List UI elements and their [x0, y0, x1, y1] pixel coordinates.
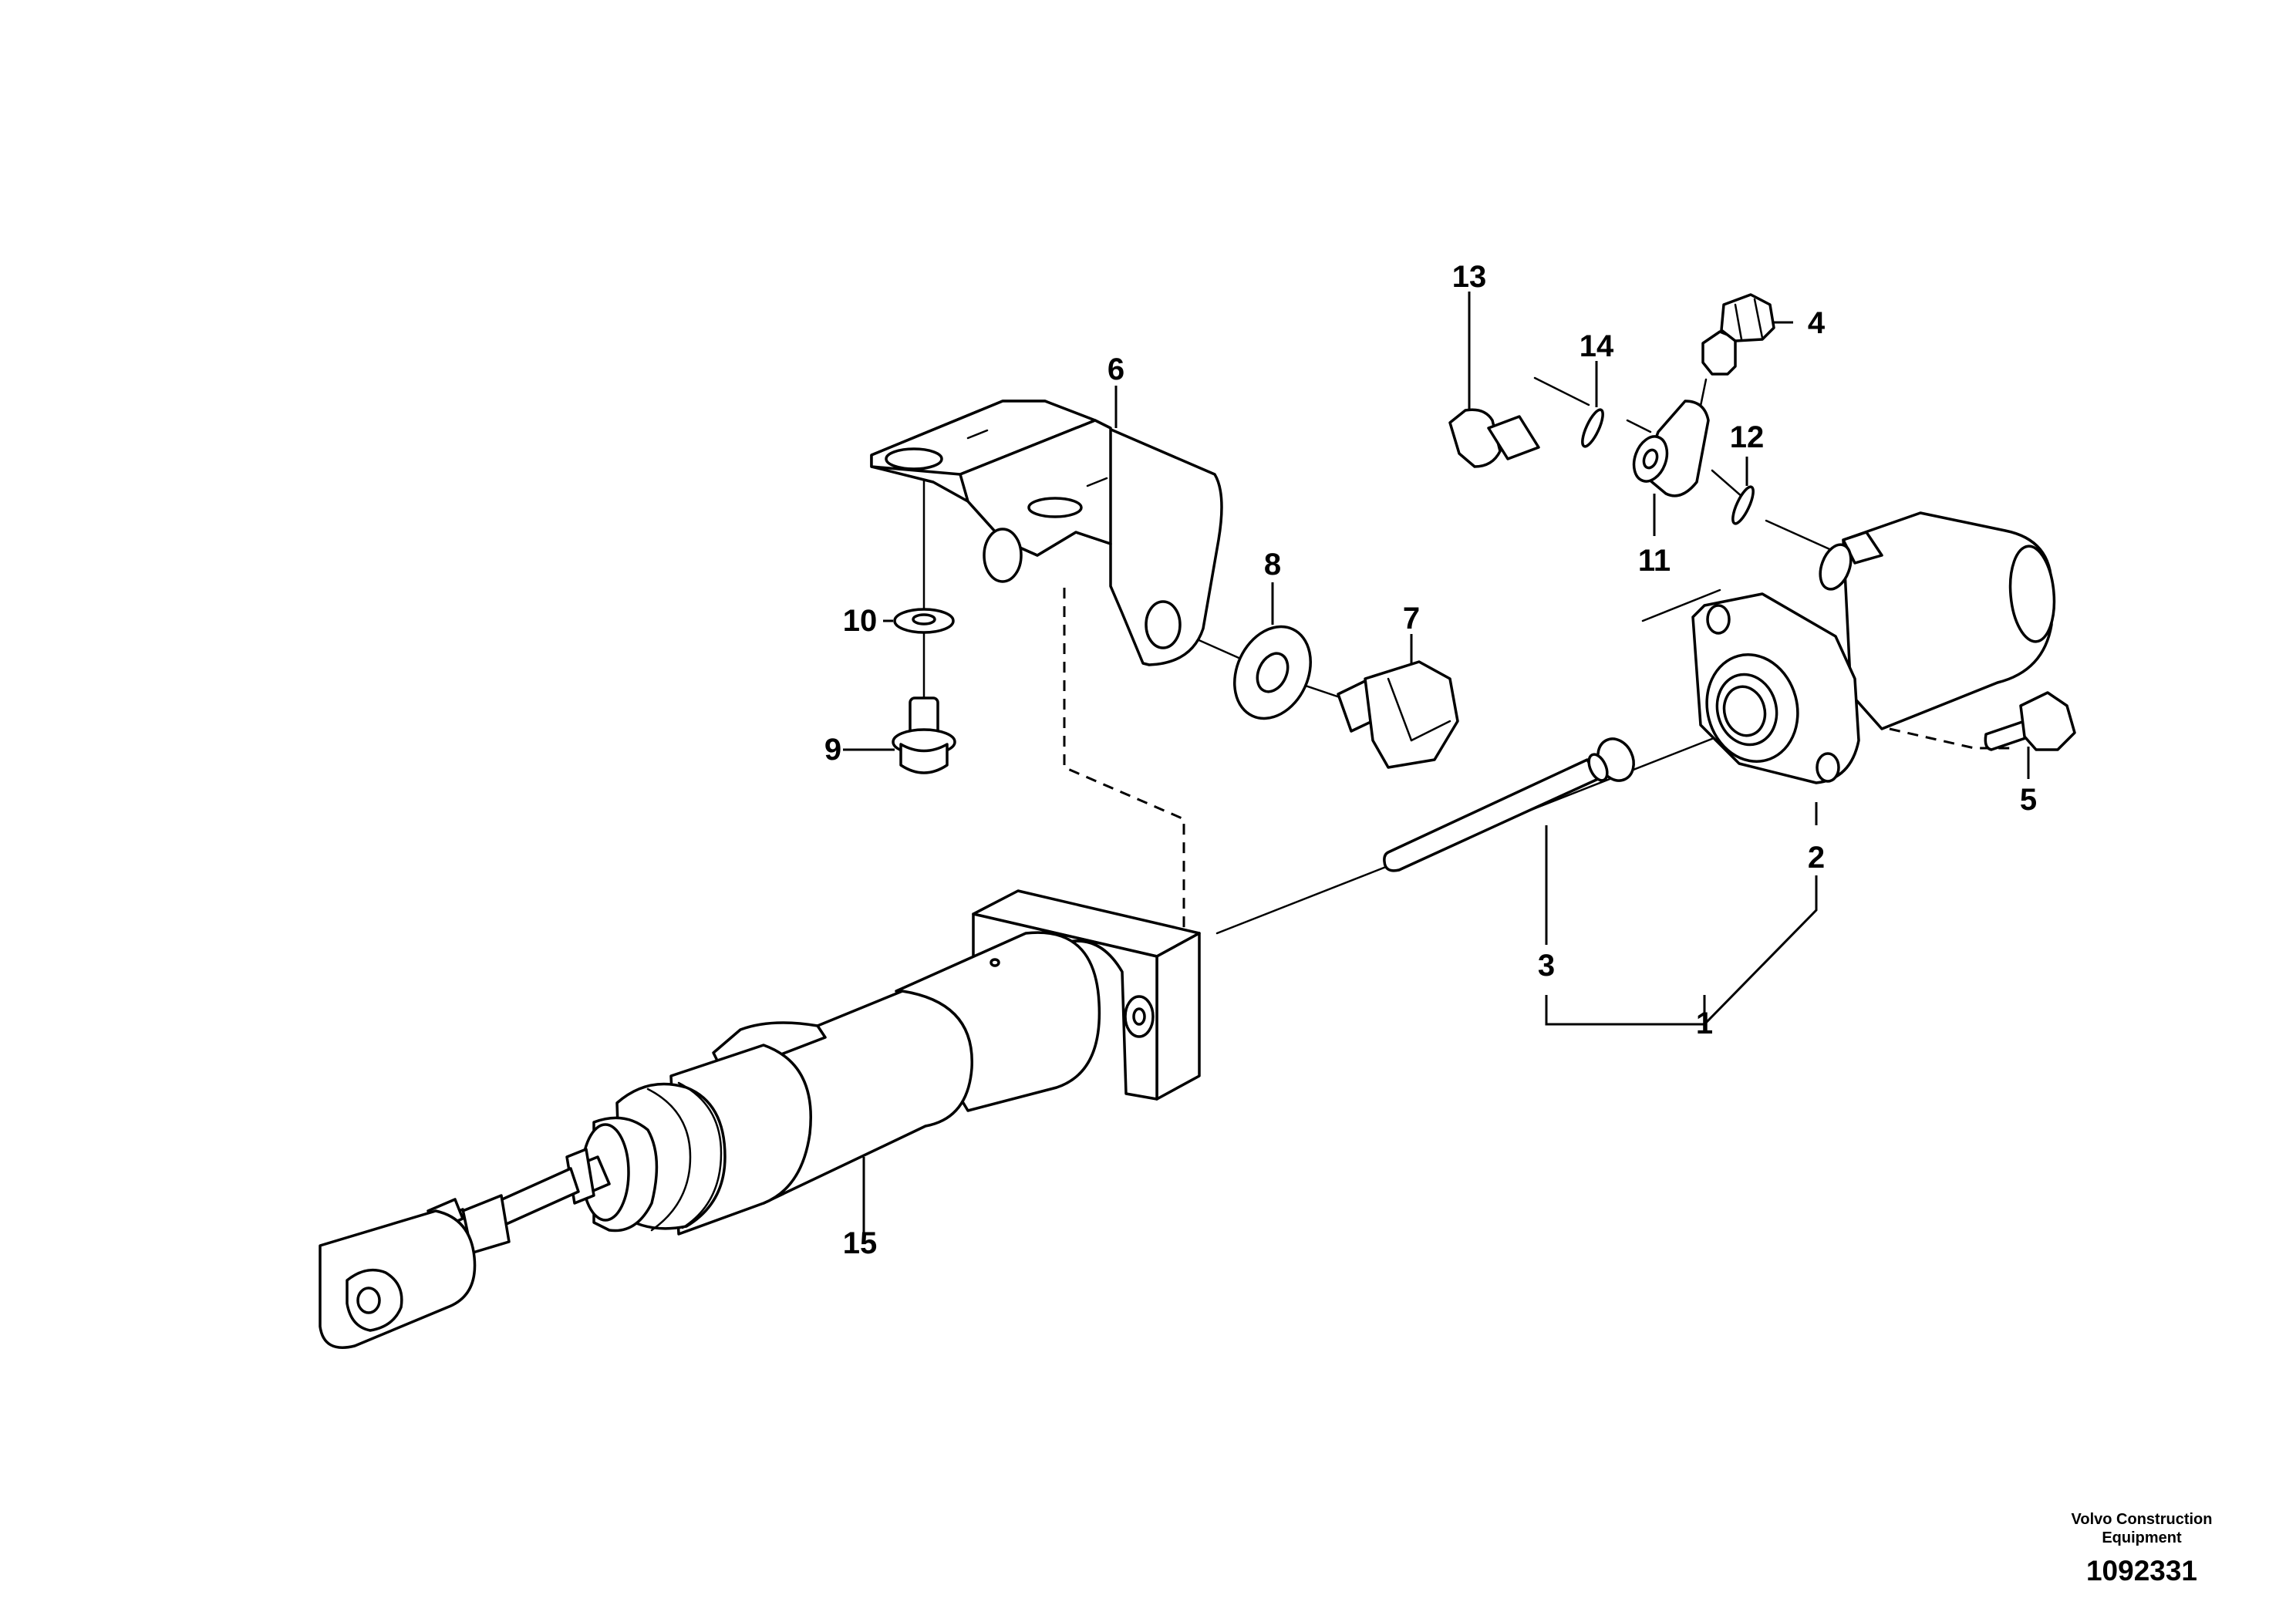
callout-4: 4 [1808, 306, 1826, 340]
brand-line-2: Equipment [2102, 1529, 2182, 1546]
footer-credit: Volvo Construction Equipment 1092331 [2041, 1510, 2242, 1587]
washer-part-10 [893, 608, 955, 634]
bolt-part-5 [1984, 691, 2076, 751]
callout-7: 7 [1403, 602, 1420, 636]
callout-11: 11 [1638, 544, 1671, 578]
callout-6: 6 [1108, 352, 1124, 386]
brand-line-1: Volvo Construction [2071, 1511, 2213, 1528]
bolt-part-7 [1337, 660, 1459, 769]
washer-part-8 [1233, 625, 1312, 720]
callout-1: 1 [1696, 1007, 1713, 1040]
fitting-part-11 [1632, 400, 1710, 497]
document-number: 1092331 [2085, 1555, 2198, 1587]
callout-9: 9 [824, 733, 841, 767]
leader-lines [843, 292, 2030, 1234]
callout-5: 5 [2020, 783, 2037, 817]
master-cylinder-part-2 [1691, 511, 2056, 784]
bolt-part-9 [892, 696, 956, 774]
bracket-part-6 [870, 400, 1223, 666]
oring-part-14 [1581, 408, 1604, 448]
pushrod-part-3 [1383, 737, 1635, 872]
callout-8: 8 [1264, 548, 1281, 582]
callout-2: 2 [1808, 841, 1825, 875]
callout-labels: 1 2 3 4 5 6 7 8 9 10 11 12 13 14 15 [824, 260, 2037, 1260]
oring-part-12 [1731, 485, 1755, 525]
bleeder-part-13 [1448, 408, 1540, 468]
callout-3: 3 [1538, 949, 1555, 983]
callout-13: 13 [1452, 260, 1487, 294]
callout-15: 15 [843, 1226, 878, 1260]
callout-14: 14 [1580, 329, 1614, 363]
callout-10: 10 [843, 604, 878, 638]
slave-cylinder-part-15 [319, 889, 1201, 1349]
callout-12: 12 [1730, 420, 1765, 454]
sensor-part-4 [1701, 293, 1775, 376]
